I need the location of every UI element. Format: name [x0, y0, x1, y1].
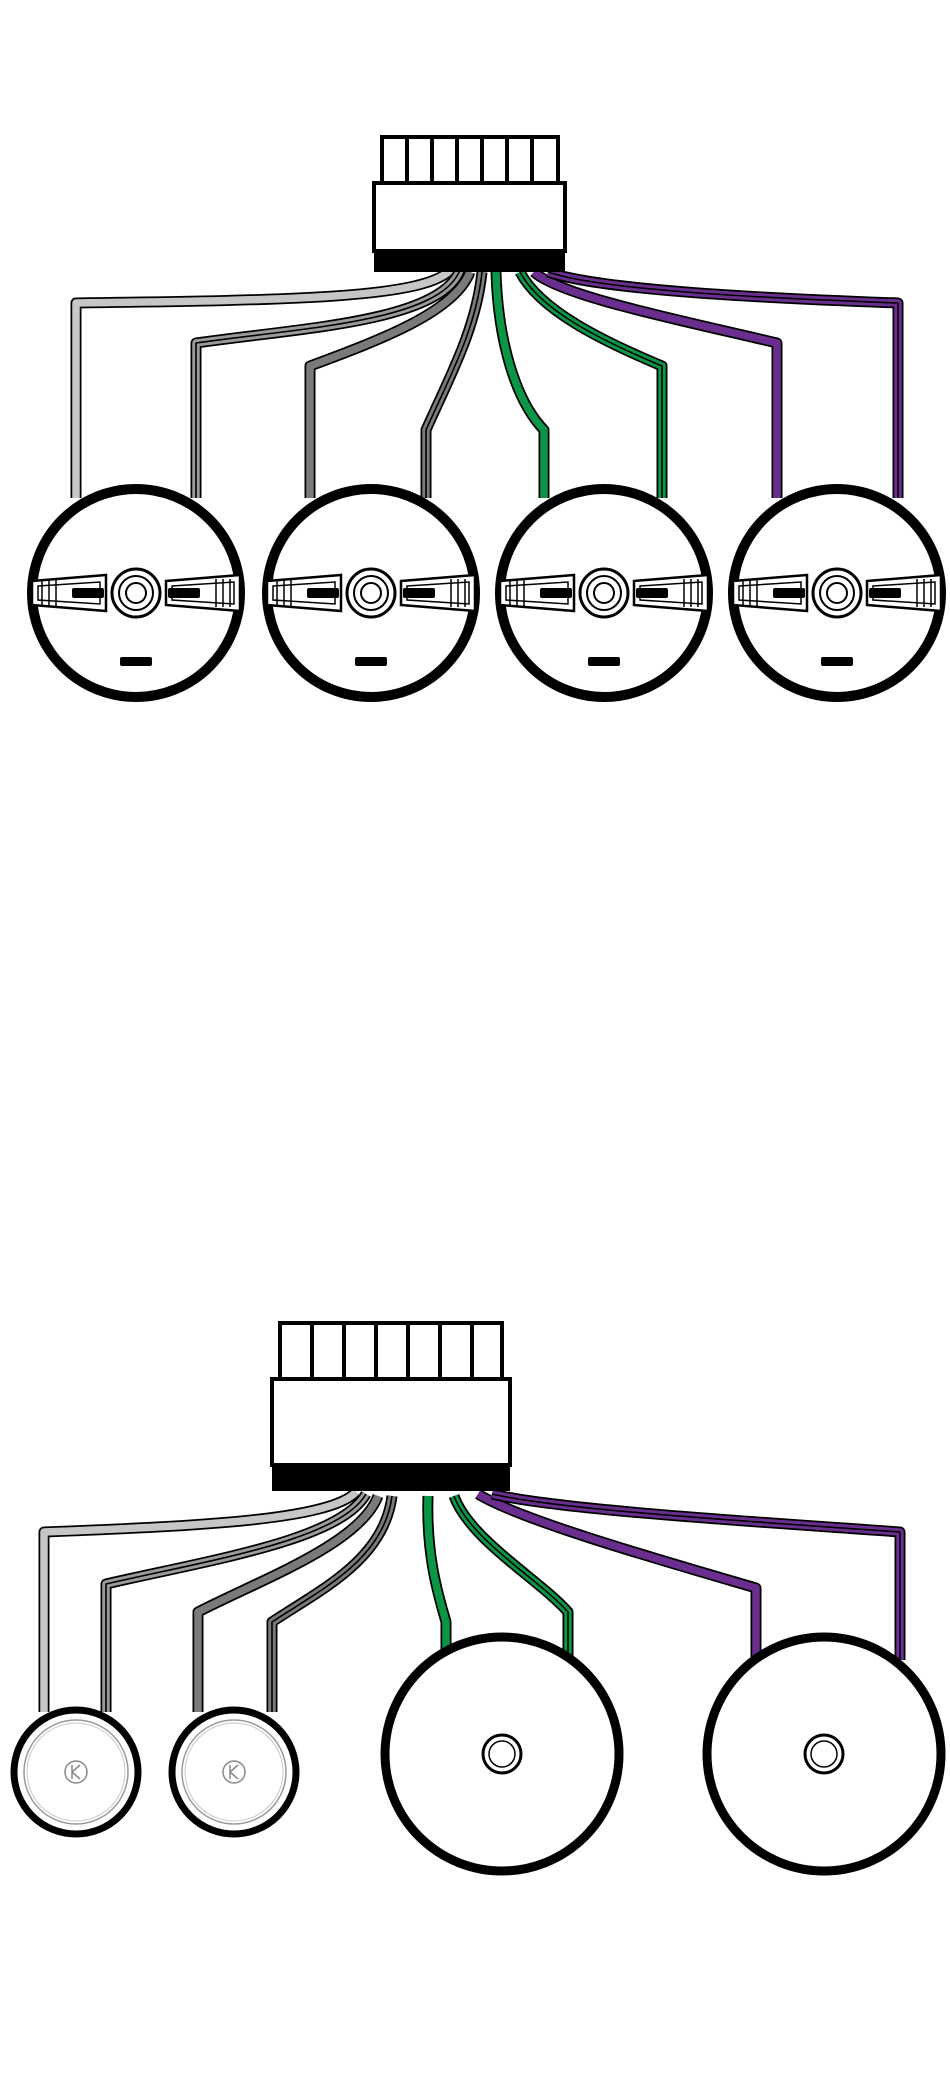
diagram-component	[14, 1323, 941, 1871]
connector-base	[374, 251, 565, 272]
coaxial-speaker-row	[32, 489, 941, 697]
coaxial-speaker-1	[32, 489, 240, 697]
speaker-logo-badge-icon	[120, 657, 152, 666]
tweeter-left	[14, 1710, 138, 1834]
coaxial-speaker-2	[267, 489, 475, 697]
wire-purple-4a	[534, 272, 777, 498]
diagram-four-coaxial	[32, 137, 941, 697]
connector-body	[374, 183, 565, 251]
woofer-left	[385, 1637, 619, 1871]
speaker-logo-badge-icon	[821, 657, 853, 666]
connector-base	[272, 1465, 510, 1491]
wire-light-gray-1a	[76, 268, 452, 498]
connector-body	[272, 1379, 510, 1465]
coaxial-speaker-4	[733, 489, 941, 697]
woofer-right	[707, 1637, 941, 1871]
coaxial-speaker-3	[500, 489, 708, 697]
connector-bottom	[272, 1323, 510, 1491]
tweeter-right	[172, 1710, 296, 1834]
connector-top	[374, 137, 565, 272]
speaker-logo-badge-icon	[355, 657, 387, 666]
speaker-logo-badge-icon	[588, 657, 620, 666]
wire-harness-top	[76, 268, 898, 498]
